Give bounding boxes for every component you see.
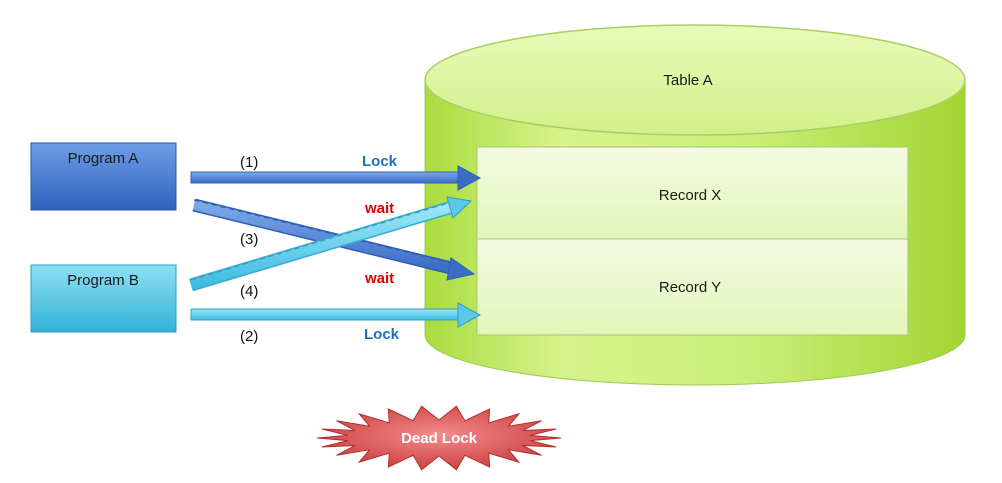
record-x xyxy=(476,146,909,240)
deadlock-burst xyxy=(316,405,562,471)
arrow-step-1 xyxy=(190,165,482,191)
step-1-number: (1) xyxy=(240,154,258,171)
arrow-step-3 xyxy=(192,198,476,281)
record-x-label: Record X xyxy=(659,187,722,204)
step-3-number: (3) xyxy=(240,231,258,248)
arrow-step-4 xyxy=(189,196,473,292)
step-3-action: wait xyxy=(364,270,394,287)
step-2-action: Lock xyxy=(364,326,400,343)
step-4-action: wait xyxy=(364,200,394,217)
program-a-label: Program A xyxy=(68,150,139,167)
program-b-box xyxy=(30,264,177,333)
record-y-label: Record Y xyxy=(659,279,721,296)
step-4-number: (4) xyxy=(240,283,258,300)
program-b-label: Program B xyxy=(67,272,139,289)
arrow-step-2 xyxy=(190,302,482,328)
step-2-number: (2) xyxy=(240,328,258,345)
program-a-box xyxy=(30,142,177,211)
record-y xyxy=(476,238,909,336)
table-label: Table A xyxy=(663,72,712,89)
deadlock-label: Dead Lock xyxy=(401,430,478,447)
step-1-action: Lock xyxy=(362,153,398,170)
